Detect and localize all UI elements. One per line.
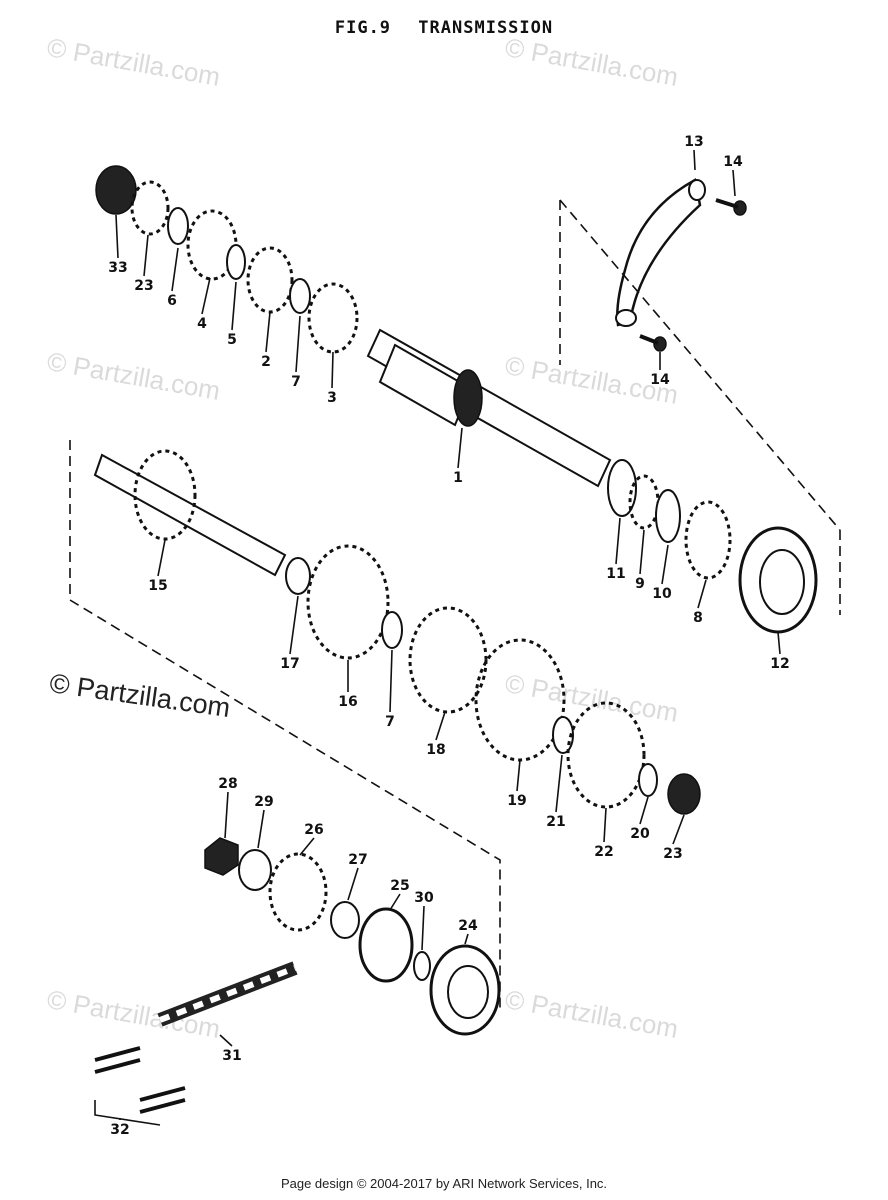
leader-line xyxy=(347,867,359,901)
leader-line xyxy=(693,149,696,171)
part-callout-14: 14 xyxy=(723,154,743,170)
leader-line xyxy=(201,277,211,315)
part-callout-14: 14 xyxy=(650,372,670,388)
part-callout-2: 2 xyxy=(261,354,271,370)
part-callout-3: 3 xyxy=(327,390,337,406)
leader-line xyxy=(457,427,463,469)
leader-line xyxy=(661,544,669,585)
part-callout-21: 21 xyxy=(546,814,565,830)
part-callout-30: 30 xyxy=(414,890,434,906)
leader-line xyxy=(639,529,645,575)
part-callout-23: 23 xyxy=(134,278,153,294)
part-callout-31: 31 xyxy=(222,1048,241,1064)
sprocket-group xyxy=(204,837,501,1036)
upper-gear-stack xyxy=(95,165,359,354)
leader-line xyxy=(219,1034,233,1047)
part-callout-32: 32 xyxy=(110,1122,129,1138)
part-callout-22: 22 xyxy=(594,844,613,860)
part-callout-16: 16 xyxy=(338,694,357,710)
leader-line xyxy=(672,814,685,845)
leader-line xyxy=(697,579,707,609)
part-callout-25: 25 xyxy=(390,878,409,894)
leader-line xyxy=(157,539,166,577)
upper-right-stack xyxy=(607,459,818,634)
part-callout-20: 20 xyxy=(630,826,650,842)
part-callout-23: 23 xyxy=(663,846,682,862)
shift-fork xyxy=(615,178,706,327)
leader-line xyxy=(555,754,563,813)
leader-line xyxy=(389,649,393,713)
part-callout-13: 13 xyxy=(684,134,703,150)
counter-shaft xyxy=(93,449,287,577)
lower-gear-stack xyxy=(285,544,701,815)
part-callout-19: 19 xyxy=(507,793,526,809)
chain-joint xyxy=(94,1046,186,1126)
leader-line xyxy=(143,234,149,277)
group-boundary xyxy=(69,440,501,1010)
leader-line xyxy=(389,893,401,911)
part-callout-6: 6 xyxy=(167,293,177,309)
leader-line xyxy=(231,281,237,331)
part-callout-9: 9 xyxy=(635,576,645,592)
leader-line xyxy=(224,791,229,839)
figure-title: FIG.9 TRANSMISSION xyxy=(0,18,888,38)
part-callout-5: 5 xyxy=(227,332,237,348)
part-callout-27: 27 xyxy=(348,852,367,868)
drive-chain xyxy=(157,961,298,1027)
part-callout-28: 28 xyxy=(218,776,237,792)
leader-line xyxy=(289,595,299,655)
part-callout-24: 24 xyxy=(458,918,478,934)
leader-line xyxy=(299,837,315,856)
footer-copyright: Page design © 2004-2017 by ARI Network S… xyxy=(280,1176,608,1191)
leader-line xyxy=(257,809,265,849)
part-callout-4: 4 xyxy=(197,316,207,332)
leader-line xyxy=(464,933,469,945)
part-callout-7: 7 xyxy=(385,714,395,730)
part-callout-26: 26 xyxy=(304,822,323,838)
leader-line xyxy=(421,905,425,951)
bolt xyxy=(715,198,747,216)
part-callout-12: 12 xyxy=(770,656,789,672)
figure-name: TRANSMISSION xyxy=(418,18,554,38)
part-callout-15: 15 xyxy=(148,578,167,594)
leader-line xyxy=(435,711,446,741)
leader-line xyxy=(615,517,621,565)
bolt xyxy=(639,334,667,352)
part-callout-11: 11 xyxy=(606,566,625,582)
part-callout-1: 1 xyxy=(453,470,463,486)
leader-line xyxy=(265,311,271,353)
part-callout-7: 7 xyxy=(291,374,301,390)
part-callout-10: 10 xyxy=(652,586,672,602)
leader-line xyxy=(777,631,781,655)
main-shaft xyxy=(366,328,612,488)
part-callout-29: 29 xyxy=(254,794,273,810)
group-boundary xyxy=(559,199,841,615)
leader-line xyxy=(295,315,301,373)
leader-line xyxy=(732,169,736,197)
callout-labels: 3323645273113141415171671819212220231191… xyxy=(108,134,789,1138)
leader-line xyxy=(331,351,334,389)
part-callout-33: 33 xyxy=(108,260,127,276)
part-callout-18: 18 xyxy=(426,742,445,758)
leader-line xyxy=(115,214,119,259)
leader-line xyxy=(516,759,521,792)
leader-line xyxy=(639,796,649,825)
leader-line xyxy=(603,807,607,843)
leader-line xyxy=(171,247,179,292)
figure-number: FIG.9 xyxy=(334,18,392,38)
part-callout-8: 8 xyxy=(693,610,703,626)
part-callout-17: 17 xyxy=(280,656,299,672)
